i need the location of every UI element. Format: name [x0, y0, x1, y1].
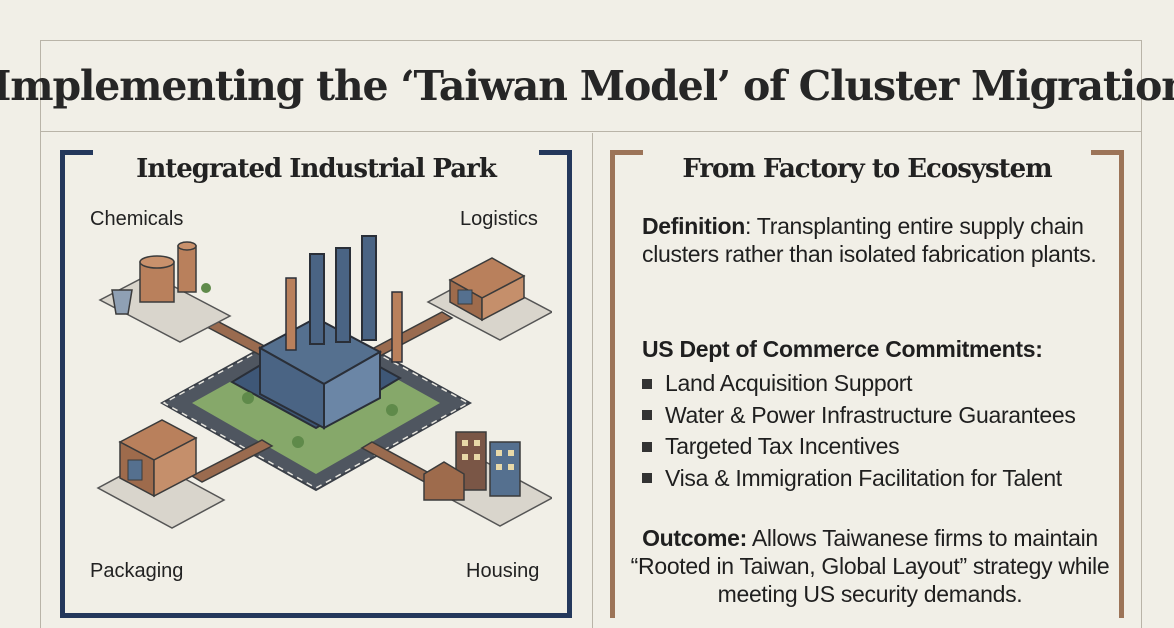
road-lane-marking	[162, 319, 470, 489]
panel-edge	[610, 178, 615, 618]
commitments-heading: US Dept of Commerce Commitments:	[642, 336, 1043, 362]
industrial-park-panel: Integrated Industrial Park Chemicals Log…	[60, 150, 572, 618]
panel-corner	[60, 150, 93, 183]
conveyor-pipe	[368, 311, 454, 357]
outcome-label: Outcome:	[642, 525, 748, 551]
tree-icon	[242, 392, 254, 404]
park-heading: Integrated Industrial Park	[136, 154, 497, 184]
tree-icon	[201, 283, 211, 293]
industrial-park-illustration	[96, 235, 552, 529]
zone-label-packaging: Packaging	[90, 560, 184, 582]
smokestack	[361, 235, 377, 341]
conveyor-pipe	[190, 439, 274, 483]
smokestack	[335, 247, 351, 343]
title-band: Implementing the ‘Taiwan Model’ of Clust…	[0, 40, 1174, 132]
commitments-list: Land Acquisition Support Water & Power I…	[642, 368, 1076, 494]
zone-label-housing: Housing	[466, 560, 540, 582]
smokestack	[309, 253, 325, 345]
tree-icon	[386, 404, 398, 416]
tree-icon	[292, 436, 304, 448]
definition-body: : Transplanting entire supply chain clus…	[642, 213, 1097, 267]
panel-edge	[1119, 178, 1124, 618]
bullet-square-icon	[642, 378, 652, 389]
bullet-square-icon	[642, 473, 652, 484]
page-title: Implementing the ‘Taiwan Model’ of Clust…	[0, 61, 1174, 110]
panel-edge	[60, 613, 572, 618]
infographic-frame	[40, 40, 1142, 628]
column-divider	[592, 133, 593, 628]
list-item: Water & Power Infrastructure Guarantees	[642, 400, 1076, 432]
panel-corner	[610, 150, 643, 183]
panel-corner	[539, 150, 572, 183]
panel-edge	[60, 178, 65, 618]
housing-icon	[455, 431, 487, 491]
list-item: Visa & Immigration Facilitation for Tale…	[642, 463, 1076, 495]
zone-label-logistics: Logistics	[460, 208, 538, 230]
ecosystem-heading: From Factory to Ecosystem	[682, 154, 1052, 184]
list-item: Land Acquisition Support	[642, 368, 1076, 400]
definition-text: Definition: Transplanting entire supply …	[642, 212, 1102, 268]
bullet-square-icon	[642, 441, 652, 452]
list-item: Targeted Tax Incentives	[642, 431, 1076, 463]
panel-edge	[567, 178, 572, 618]
outcome-text: Outcome: Allows Taiwanese firms to maint…	[622, 524, 1118, 608]
bullet-square-icon	[642, 410, 652, 421]
panel-corner	[1091, 150, 1124, 183]
definition-label: Definition	[642, 213, 746, 239]
ecosystem-panel: From Factory to Ecosystem Definition: Tr…	[610, 150, 1124, 618]
zone-label-chemicals: Chemicals	[90, 208, 184, 230]
outcome-body: Allows Taiwanese firms to maintain “Root…	[630, 525, 1110, 607]
